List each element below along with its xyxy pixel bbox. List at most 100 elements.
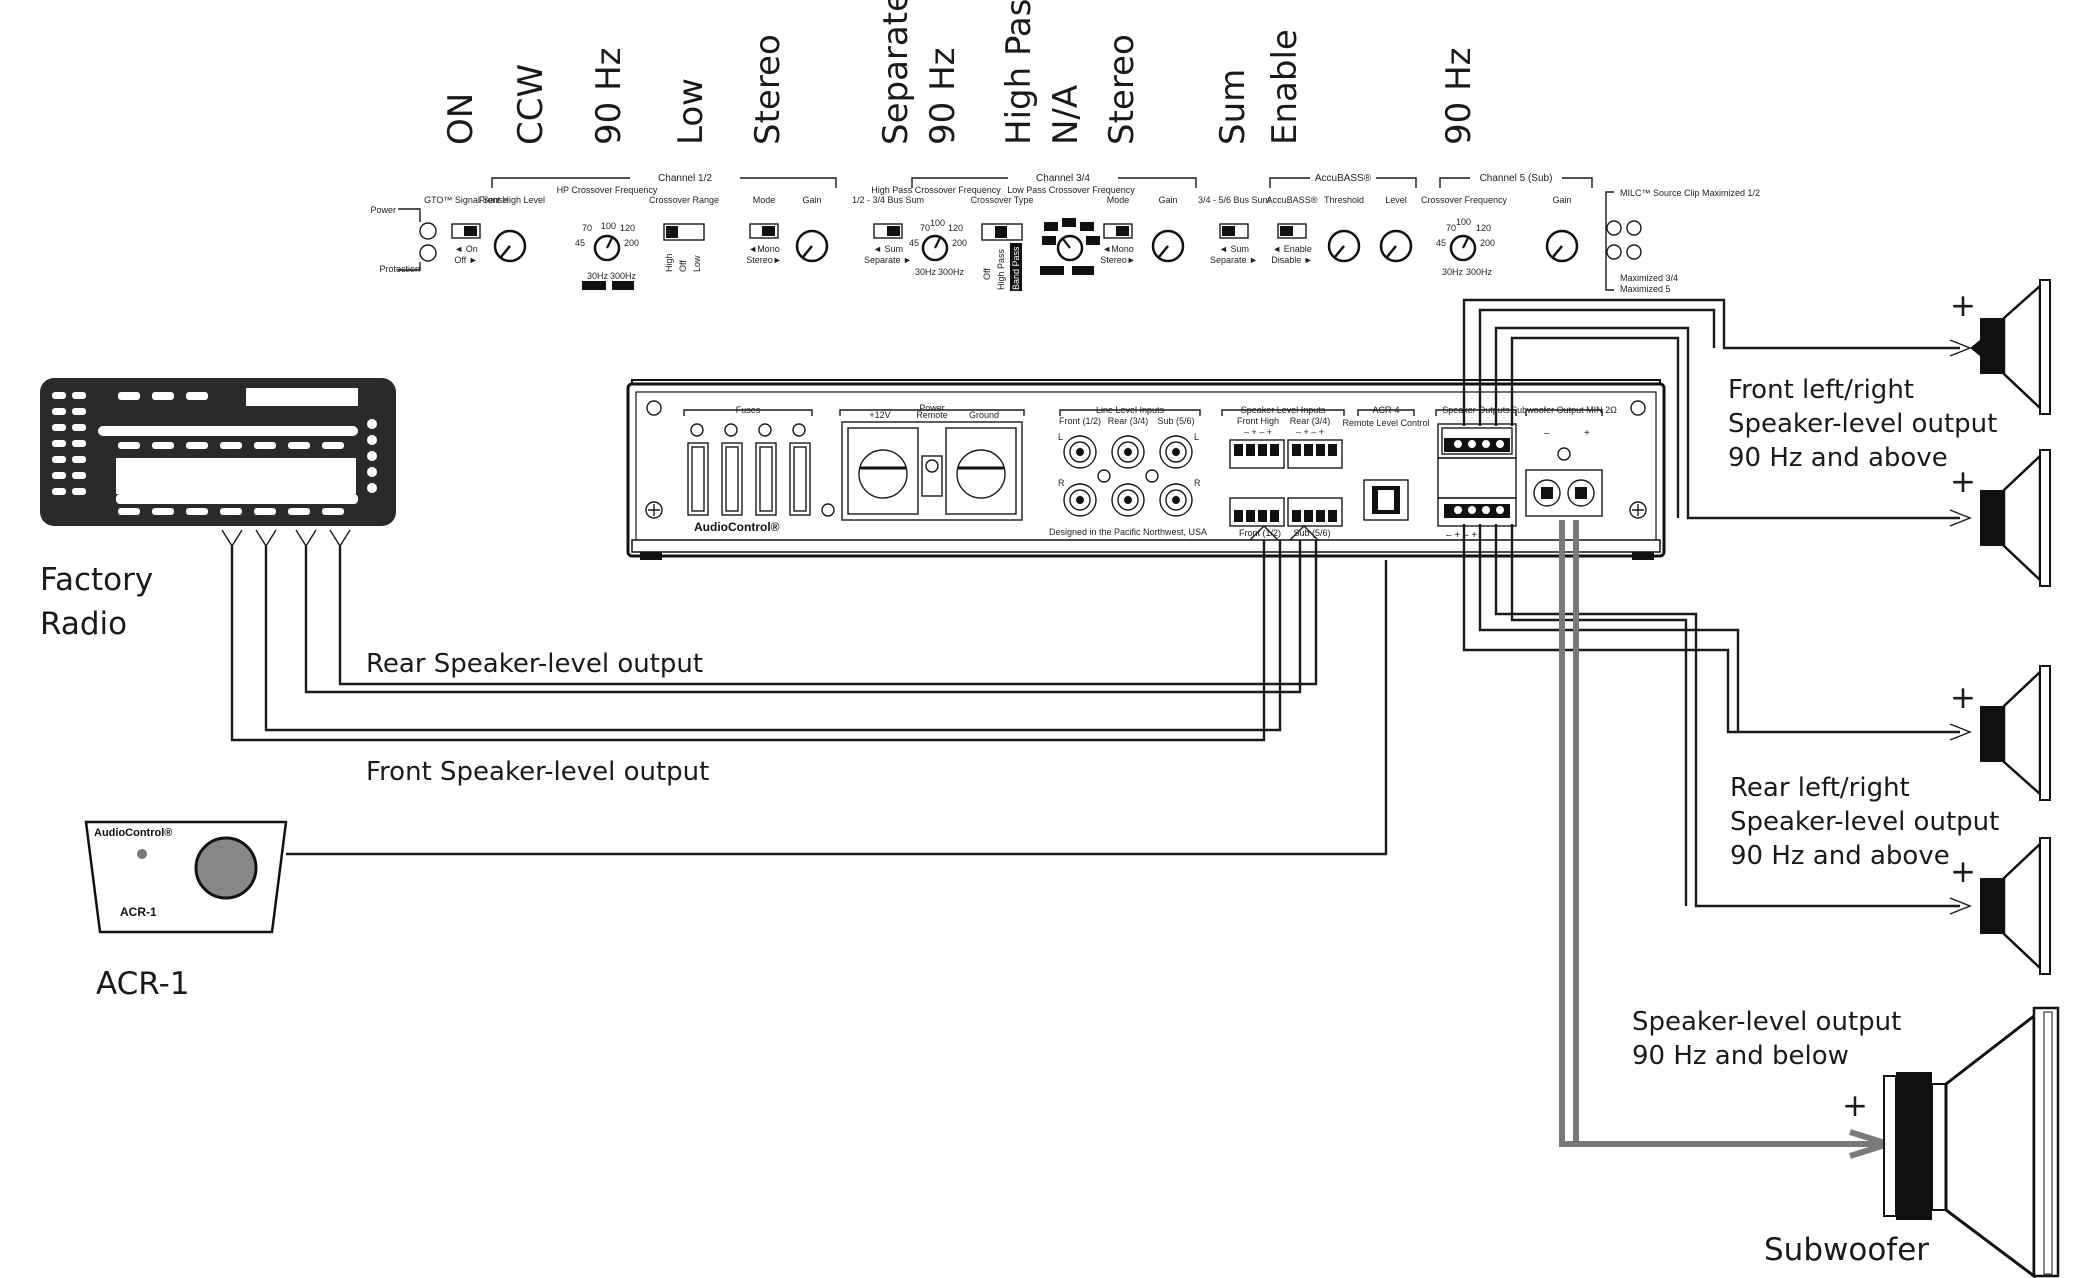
remote-label: Remote (916, 410, 948, 420)
control-panel: Power Protection GTO™ Signal Sense ◄ On … (370, 170, 1760, 294)
max34-label: Maximized 3/4 (1620, 273, 1678, 283)
mono-12-label: ◄Mono (748, 244, 779, 254)
hp12-120: 120 (620, 223, 635, 233)
acr1-remote: AudioControl® ACR-1 (84, 820, 288, 934)
speaker-rear-1 (1980, 665, 2051, 801)
gain-12-label: Gain (802, 195, 821, 205)
xover-type-label: Crossover Type (971, 195, 1034, 205)
bus-sum-56-switch[interactable] (1219, 223, 1249, 239)
setting-lp-freq-34: N/A (1046, 85, 1086, 145)
bus-sum-switch[interactable] (873, 223, 903, 239)
rear-speaker-label: Rear Speaker-level output (366, 649, 703, 679)
setting-accubass: Enable (1265, 29, 1305, 145)
accubass-enable-label: ◄ Enable (1272, 244, 1311, 254)
bus-sum-separate-label: Separate ► (864, 255, 912, 265)
ground-label: Ground (969, 410, 999, 420)
spk-out-polarity: – + – + (1446, 530, 1477, 541)
speaker-outputs-label: Speaker Outputs (1442, 405, 1510, 415)
plus-front-1: + (1950, 288, 1976, 324)
speaker-front-1 (1970, 279, 2051, 415)
mono-34-label: ◄Mono (1102, 244, 1133, 254)
lp-xover-freq-label: Low Pass Crossover Frequency (1007, 185, 1135, 195)
xover-range-switch[interactable] (663, 223, 705, 241)
xover-type-switch[interactable] (981, 223, 1023, 241)
accubass-title: AccuBASS® (1315, 173, 1372, 184)
speaker-output-connectors (1437, 423, 1517, 527)
setting-sub-freq: 90 Hz (1439, 48, 1479, 145)
rear-lr-label: Rear left/right Speaker-level output 90 … (1730, 773, 1999, 871)
protection-label: Protection (379, 264, 420, 274)
factory-radio-label-2: Radio (40, 606, 127, 642)
sub-30: 30Hz (1442, 267, 1464, 277)
mode-12-switch[interactable] (749, 223, 779, 239)
ch12-title: Channel 1/2 (658, 173, 712, 184)
sub-70: 70 (1446, 223, 1456, 233)
gto-on-label: ◄ On (454, 244, 477, 254)
line-r-label: R (1058, 478, 1065, 488)
hp34-300: 300Hz (938, 267, 965, 277)
clip-led-34a (1606, 244, 1622, 260)
power-terminal-label: Power (919, 403, 945, 413)
speaker-front-2 (1980, 449, 2051, 587)
plus-rear-2: + (1950, 854, 1976, 890)
rear-lr-line-3: 90 Hz and above (1730, 841, 1950, 871)
plus-sub: + (1842, 1088, 1868, 1124)
gto-switch[interactable] (451, 223, 481, 239)
acr1-label: ACR-1 (96, 966, 190, 1002)
mode-34-label: Mode (1107, 195, 1130, 205)
front-lr-label: Front left/right Speaker-level output 90… (1728, 375, 1997, 473)
v12-label: +12V (869, 410, 890, 420)
sub-out-line-2: 90 Hz and below (1632, 1041, 1849, 1071)
fuses-label: Fuses (736, 405, 761, 415)
speaker-input-connectors (1229, 439, 1343, 527)
sli-polarity-rear: – + – + (1296, 427, 1324, 437)
hp34-120: 120 (948, 223, 963, 233)
acr1-model: ACR-1 (120, 905, 157, 919)
output-wiring (1462, 298, 1972, 1147)
gto-off-label: Off ► (454, 255, 477, 265)
sub-minus: – (1544, 428, 1550, 439)
hp12-100: 100 (601, 221, 616, 231)
bus-sum-sum-label: ◄ Sum (873, 244, 903, 254)
rear-lr-line-1: Rear left/right (1730, 773, 1910, 803)
acr1-brand: AudioControl® (94, 827, 172, 839)
hp12-300: 300Hz (610, 271, 637, 281)
hp34-200: 200 (952, 238, 967, 248)
hp-xover-freq-34-label: High Pass Crossover Frequency (871, 185, 1001, 195)
setting-bus-sum: Separate (876, 0, 916, 145)
sli-front-12-label: Front (1/2) (1239, 528, 1281, 538)
line-r-label-2: R (1194, 478, 1201, 488)
clip-led-12a (1606, 220, 1622, 236)
stereo-12-label: Stereo► (746, 255, 781, 265)
hp12-70: 70 (582, 223, 592, 233)
sub-out-line-1: Speaker-level output (1632, 1007, 1901, 1037)
milc-label: MILC™ Source Clip Maximized 1/2 (1620, 188, 1760, 198)
mode-34-switch[interactable] (1103, 223, 1133, 239)
hp34-45: 45 (909, 238, 919, 248)
setting-bus-sum-56: Sum (1213, 69, 1253, 145)
line-rear-label: Rear (3/4) (1108, 416, 1149, 426)
setting-hp-freq-12: 90 Hz (589, 48, 629, 145)
hp-xover-freq-label: HP Crossover Frequency (557, 185, 658, 195)
hp12-45: 45 (575, 238, 585, 248)
sub-45: 45 (1436, 238, 1446, 248)
accubass-level-label: Level (1385, 195, 1407, 205)
ch5-title: Channel 5 (Sub) (1480, 173, 1553, 184)
front-lr-line-3: 90 Hz and above (1728, 443, 1948, 473)
acr4-port[interactable] (1363, 479, 1409, 521)
sub-120: 120 (1476, 223, 1491, 233)
line-sub-label: Sub (5/6) (1157, 416, 1194, 426)
power-label: Power (370, 205, 396, 215)
factory-radio-label-1: Factory (40, 562, 153, 598)
setting-mode-34: Stereo (1102, 34, 1142, 145)
designed-label: Designed in the Pacific Northwest, USA (1049, 527, 1207, 537)
type-bandpass-label: Band Pass (1011, 246, 1021, 290)
acr1-knob[interactable] (194, 836, 258, 900)
sub-200: 200 (1480, 238, 1495, 248)
xover-range-label: Crossover Range (649, 195, 719, 205)
stereo-34-label: Stereo► (1100, 255, 1135, 265)
setting-gto: ON (441, 93, 481, 145)
accubass-switch[interactable] (1277, 223, 1307, 239)
setting-front-high-level: CCW (511, 64, 551, 145)
